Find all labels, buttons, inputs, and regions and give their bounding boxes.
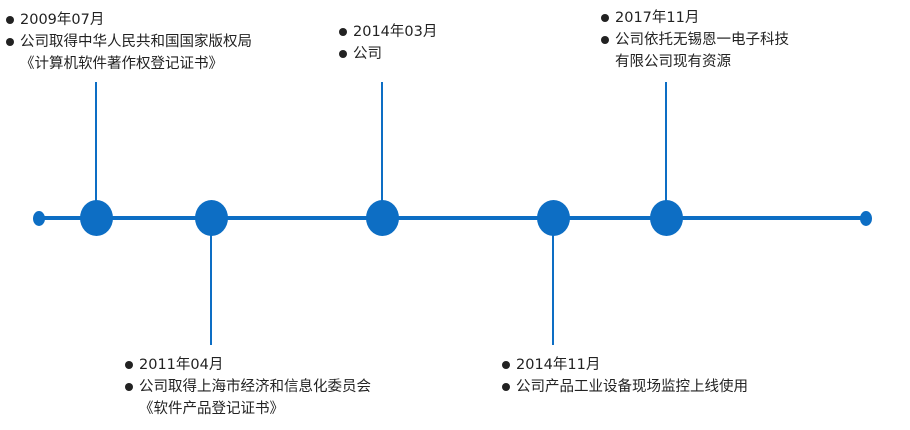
timeline-axis [40, 216, 866, 220]
milestone-node-2017-11 [650, 200, 683, 236]
bullet-icon [502, 361, 510, 369]
event-desc: 公司 [353, 46, 382, 62]
event-desc-cont: 《软件产品登记证书》 [139, 401, 284, 417]
event-desc: 公司取得中华人民共和国国家版权局 [20, 34, 252, 50]
event-2009-07: 2009年07月 公司取得中华人民共和国国家版权局 《计算机软件著作权登记证书》 [6, 9, 252, 75]
event-2014-03: 2014年03月 公司 [339, 21, 437, 65]
bullet-icon [125, 361, 133, 369]
bullet-icon [6, 38, 14, 46]
timeline-start-dot [33, 211, 45, 226]
bullet-icon [601, 36, 609, 44]
bullet-icon [502, 383, 510, 391]
event-date: 2009年07月 [20, 12, 105, 28]
connector-2014-03 [381, 82, 383, 218]
event-2017-11: 2017年11月 公司依托无锡恩一电子科技 有限公司现有资源 [601, 7, 789, 73]
event-desc: 公司依托无锡恩一电子科技 [615, 32, 789, 48]
timeline-end-dot [860, 211, 872, 226]
event-date: 2017年11月 [615, 10, 700, 26]
event-desc: 公司取得上海市经济和信息化委员会 [139, 379, 371, 395]
connector-2009-07 [95, 82, 97, 218]
event-desc: 公司产品工业设备现场监控上线使用 [516, 379, 748, 395]
milestone-node-2014-03 [366, 200, 399, 236]
connector-2014-11 [552, 218, 554, 345]
bullet-icon [601, 14, 609, 22]
event-date: 2011年04月 [139, 357, 224, 373]
bullet-icon [339, 50, 347, 58]
bullet-icon [339, 28, 347, 36]
event-date: 2014年11月 [516, 357, 601, 373]
event-2014-11: 2014年11月 公司产品工业设备现场监控上线使用 [502, 354, 748, 398]
event-2011-04: 2011年04月 公司取得上海市经济和信息化委员会 《软件产品登记证书》 [125, 354, 371, 420]
milestone-node-2014-11 [537, 200, 570, 236]
connector-2011-04 [210, 218, 212, 345]
bullet-icon [6, 16, 14, 24]
connector-2017-11 [665, 82, 667, 218]
milestone-node-2011-04 [195, 200, 228, 236]
event-date: 2014年03月 [353, 24, 438, 40]
bullet-icon [125, 383, 133, 391]
event-desc-cont: 《计算机软件著作权登记证书》 [20, 56, 223, 72]
milestone-node-2009-07 [80, 200, 113, 236]
event-desc-cont: 有限公司现有资源 [615, 54, 731, 70]
